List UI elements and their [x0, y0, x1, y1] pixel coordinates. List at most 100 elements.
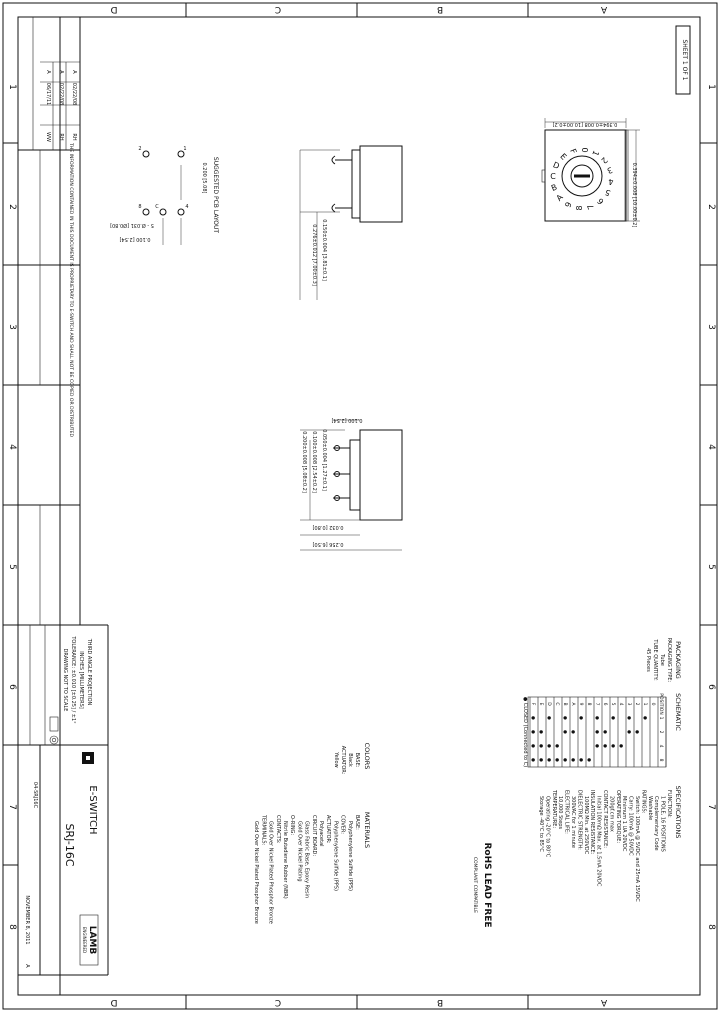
zone-number-right: 1 — [706, 84, 716, 90]
schematic-cell: ● — [594, 730, 599, 734]
schematic-cell: 1 — [642, 703, 648, 706]
schematic-header-cell: 2 — [658, 731, 664, 734]
rev-cell: 06/17/11 — [45, 83, 51, 105]
packaging-line: Tube — [659, 653, 665, 666]
schematic-cell: ● — [546, 744, 551, 748]
schematic-cell: ● — [578, 716, 583, 720]
spec-line: Complementary Code — [653, 796, 659, 851]
schematic-header-cell: 8 — [658, 759, 664, 762]
zone-number-right: 5 — [706, 564, 716, 570]
schematic-cell: ● — [562, 716, 567, 720]
zone-number-right: 6 — [706, 684, 716, 690]
scale-note: DRAWING NOT TO SCALE — [62, 649, 68, 712]
colors-line: Yellow — [333, 751, 339, 767]
zone-number-left: 8 — [7, 924, 17, 930]
material-line: CONTACTS: — [275, 815, 281, 844]
schematic-cell: B — [562, 702, 568, 705]
material-line: Polyphenylene Sulfide (PPS) — [332, 821, 338, 891]
pcb-layout-heading: SUGGESTED PCB LAYOUT — [212, 157, 219, 233]
pcb-pin-label: 4 — [185, 204, 188, 210]
colors-line: ACTUATOR: — [340, 746, 346, 775]
dial-char: 6 — [596, 196, 606, 206]
dim-pcb-a: 0.200 [5.08] — [201, 163, 207, 194]
dim-front-f: 0.256 [6.50] — [312, 541, 343, 547]
schematic-cell: 8 — [586, 703, 592, 706]
specifications-section: SPECIFICATIONS FUNCTION:1 POLE, 16 POSIT… — [538, 786, 682, 903]
dial-char: 8 — [575, 205, 584, 210]
schematic-cell: ● — [570, 730, 575, 734]
zone-number-left: 7 — [7, 804, 17, 810]
dial-char: 4 — [608, 177, 613, 186]
dim-front-c: 0.100±0.008 [2.54±0.2] — [311, 431, 317, 493]
schematic-cell: 2 — [634, 703, 640, 706]
pcb-pin-label: 1 — [183, 146, 186, 152]
spec-line: RATINGS: — [640, 790, 646, 814]
zone-number-left: 2 — [7, 204, 17, 210]
dial-char: E — [558, 152, 568, 162]
schematic-cell: E — [538, 703, 544, 706]
colors-section: COLORS BASE: Black ACTUATOR: Yellow — [333, 743, 371, 775]
dial-char: 3 — [606, 165, 614, 175]
schematic-cell: D — [546, 702, 552, 706]
units-label: INCHES [MILLIMETERS] — [78, 651, 84, 709]
schematic-cell: ● — [562, 758, 567, 762]
lamb-logo-text: LAMB — [87, 926, 97, 955]
materials-section: MATERIALS BASE:Polyphenylene Sulfide (PP… — [253, 812, 371, 924]
zone-letter-bottom: A — [600, 997, 607, 1007]
zone-number-left: 1 — [7, 84, 17, 90]
pcb-pin-label: 8 — [138, 204, 141, 210]
dim-pcb-c: 5 - Ø.031 [Ø0.80] — [110, 222, 154, 229]
zone-letter-bottom: C — [275, 997, 281, 1007]
zone-grid: A B C D A B C D 1 2 3 4 5 6 7 8 1 2 3 4 … — [3, 3, 717, 1009]
schematic-cell: ● — [618, 744, 623, 748]
dim-top-height: 0.394±0.008 [10.00±0.2] — [631, 163, 637, 228]
material-line: TERMINALS: — [260, 814, 266, 846]
dial-char: 1 — [590, 149, 600, 157]
colors-heading: COLORS — [363, 743, 371, 770]
lamb-logo: LAMB ENGINEERED — [79, 914, 99, 966]
zone-number-right: 2 — [706, 204, 716, 210]
spec-line: Initial 100mΩ Max. at 1.5mA 20VDC — [596, 796, 602, 887]
rev-cell: A — [45, 70, 51, 74]
zone-letter-top: C — [275, 4, 281, 14]
colors-line: Black — [347, 753, 353, 767]
dim-top-width: 0.394±0.008 [10.00±0.2] — [553, 121, 618, 127]
schematic-cell: ● — [530, 716, 535, 720]
tolerance-label: TOLERANCE: ±0.010 [±0.25] / ±1° — [70, 635, 76, 724]
dial-char: 0 — [580, 147, 589, 152]
company-name: E-SWITCH — [87, 785, 98, 834]
material-line: Gold Over Nickel Plating — [296, 821, 302, 882]
schematic-cell: A — [570, 702, 576, 706]
drawing-number: 04-SRJ16C — [32, 782, 38, 809]
rev-cell: RH — [58, 133, 64, 140]
dial-char: 7 — [586, 203, 596, 211]
spec-line: INSULATION RESISTANCE: — [589, 790, 595, 855]
dial-char: C — [550, 172, 556, 181]
material-line: BASE: — [354, 815, 360, 830]
pcb-pin-label: 2 — [138, 146, 141, 152]
sheet-box — [675, 25, 691, 95]
schematic-heading: SCHEMATIC — [674, 693, 682, 731]
drawing-date: NOVEMBER 8, 2011 — [24, 895, 30, 944]
schematic-table: POSITION124801●2●3●●4●5●●6●●7●●●8●9●●A●●… — [529, 693, 667, 767]
colors-line: BASE: — [354, 753, 360, 768]
spec-line: OPERATING TORQUE: — [615, 790, 621, 843]
side-view — [299, 145, 403, 300]
schematic-header-cell: 4 — [658, 745, 664, 748]
rev-cell: A — [71, 70, 77, 74]
schematic-cell: ● — [586, 758, 591, 762]
spec-line: Minimum 1 UA 20VDC — [621, 796, 627, 852]
schematic-cell: ● — [642, 716, 647, 720]
rohs-sub: COMPLIANT COMPATIBLE — [472, 857, 478, 913]
schematic-cell: 6 — [602, 703, 608, 706]
schematic-cell: ● — [634, 730, 639, 734]
schematic-cell: 0 — [650, 703, 656, 706]
spec-line: CONTACT RESISTANCE: — [602, 790, 608, 848]
rev-cell: 02/22/08 — [58, 83, 64, 105]
spec-line: DIELECTRIC STRENGTH: — [576, 790, 582, 850]
schematic-cell: 5 — [610, 703, 616, 706]
dial-char: F — [568, 147, 578, 155]
schematic-cell: 9 — [578, 703, 584, 706]
zone-letter-bottom: B — [437, 997, 443, 1007]
schematic-cell: ● — [554, 744, 559, 748]
